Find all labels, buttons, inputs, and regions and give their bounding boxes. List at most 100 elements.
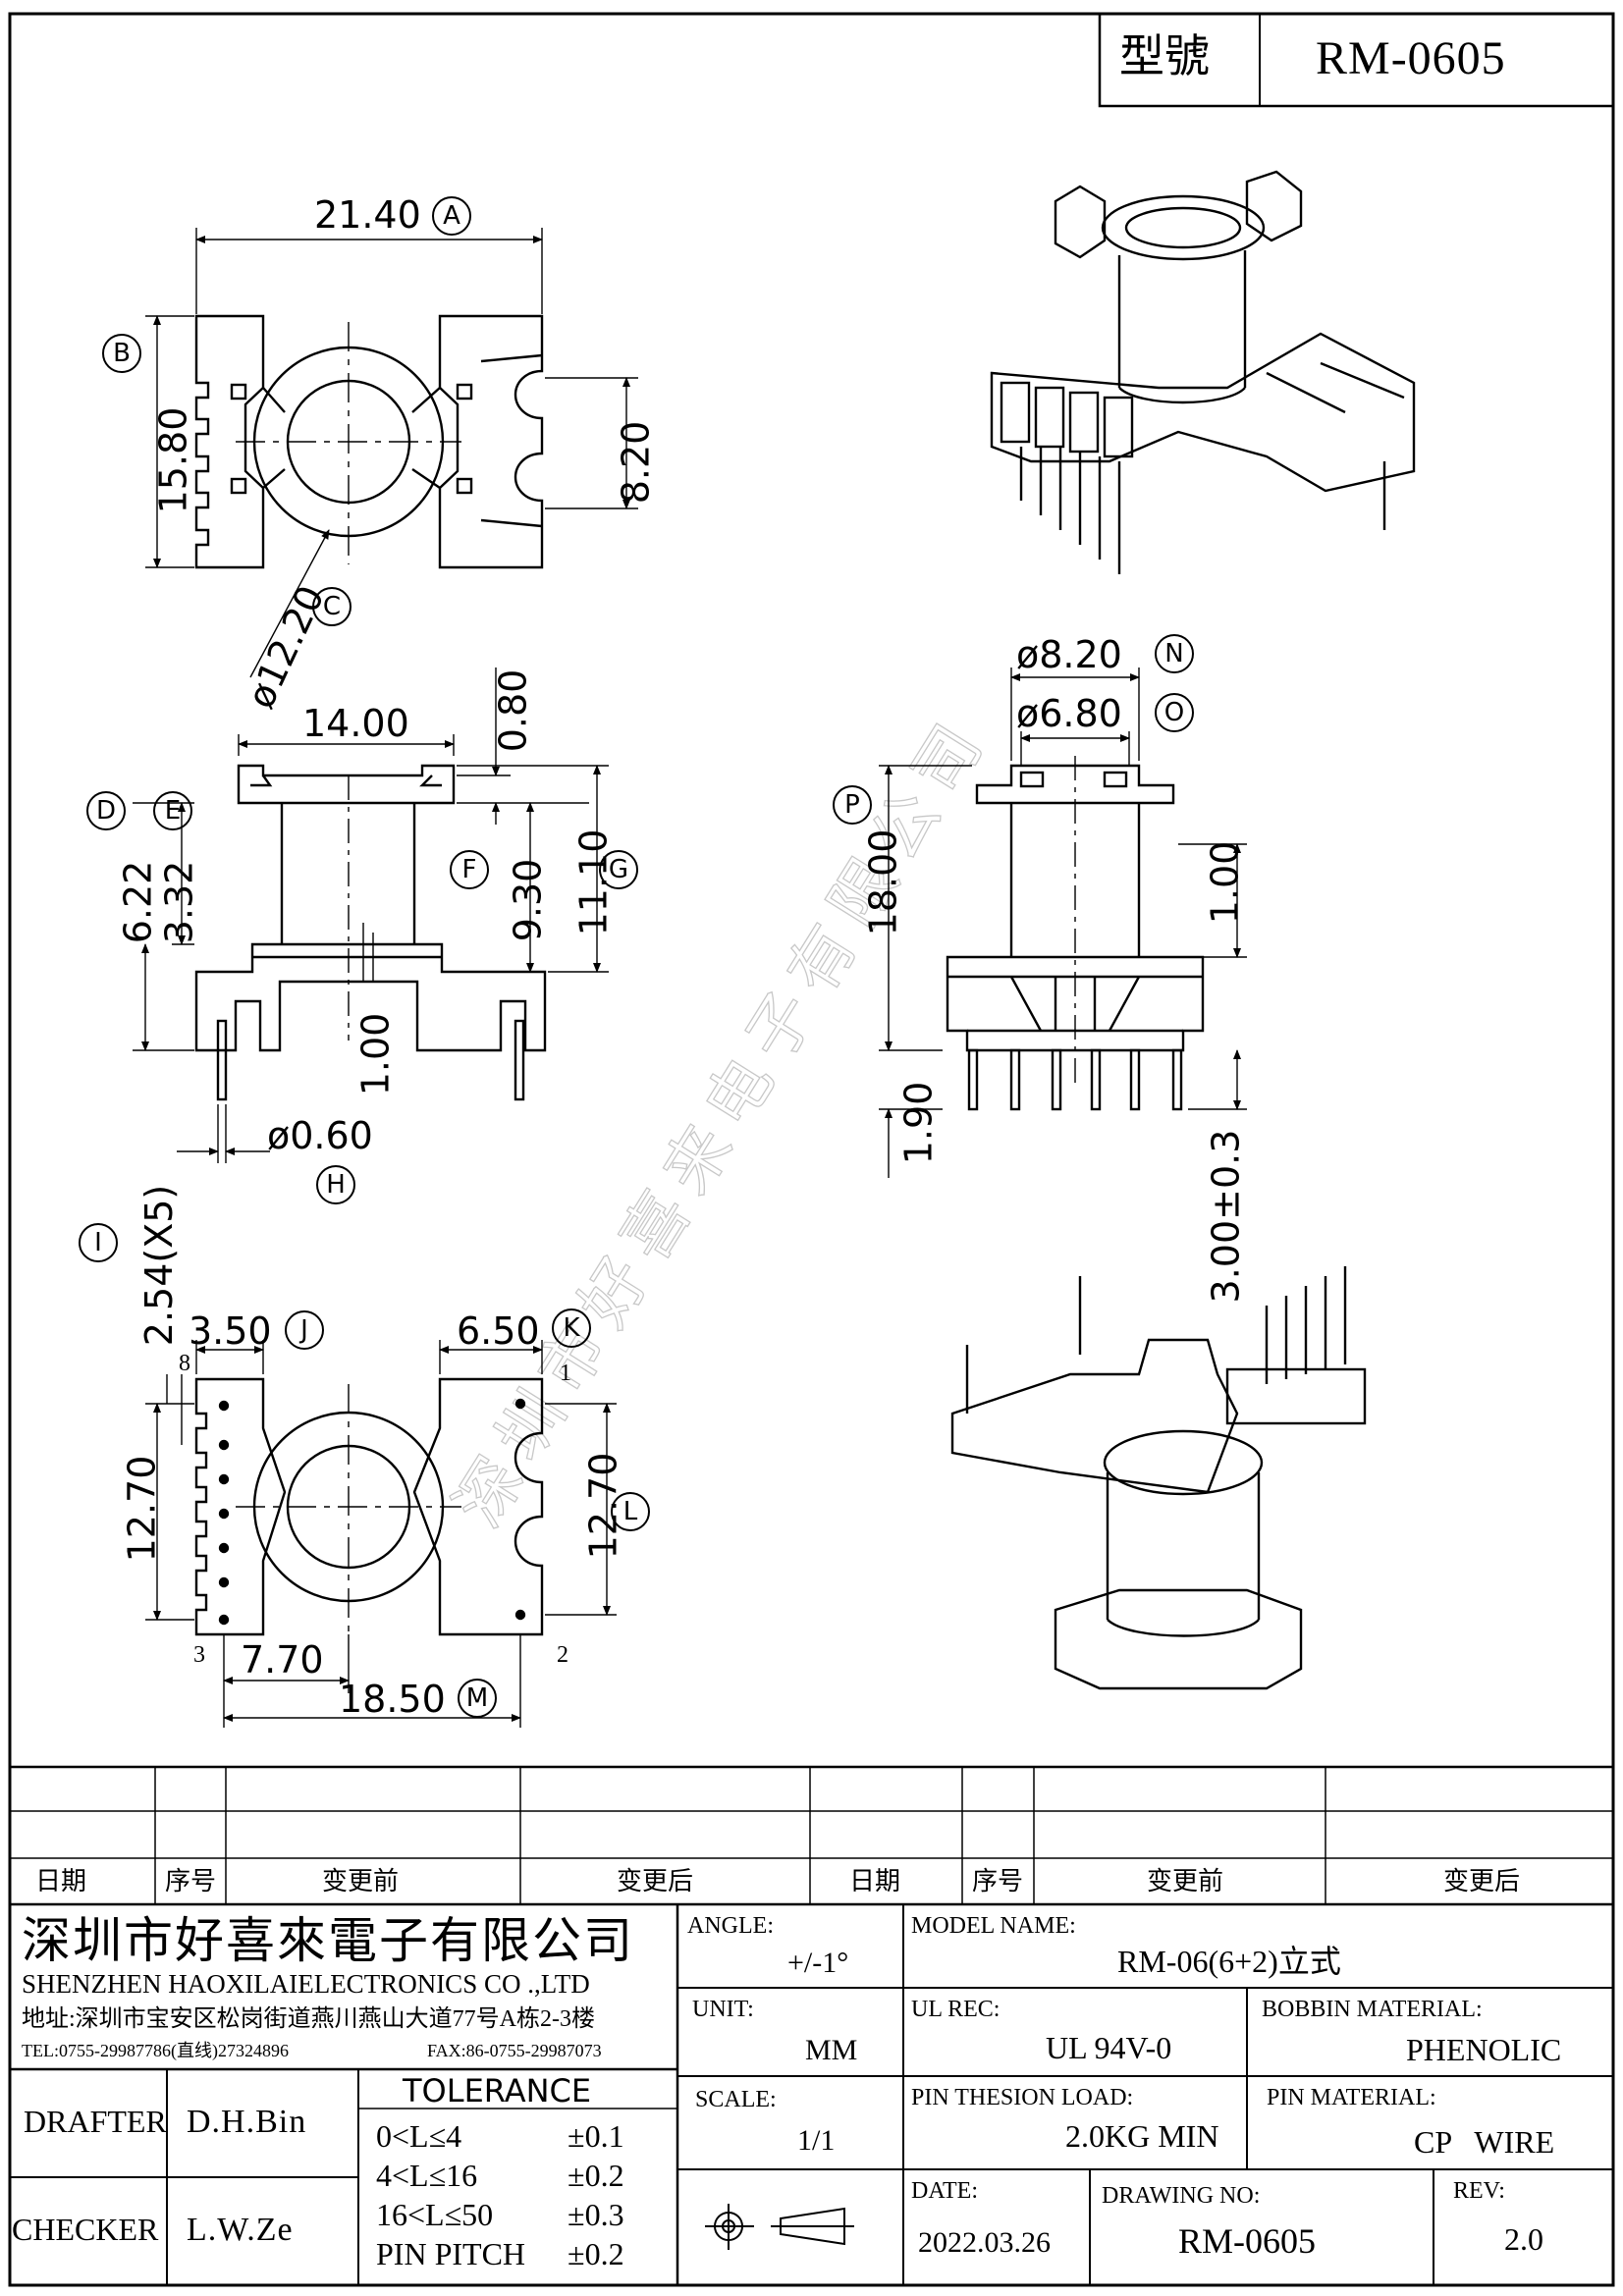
- checker-value: L.W.Ze: [187, 2212, 294, 2248]
- dim-6-80: ø6.80: [1016, 692, 1122, 735]
- dim-3-32: 3.32: [157, 860, 201, 944]
- tolerance-range-1: 0<L≤4: [376, 2118, 462, 2154]
- dim-9-30: 9.30: [506, 858, 550, 942]
- projection-symbol: [705, 2204, 854, 2250]
- callout-h: H: [316, 1165, 355, 1204]
- bottom-view: [194, 1377, 544, 1636]
- pin-number-3: 3: [193, 1642, 205, 1668]
- dim-1-90: 1.90: [896, 1081, 941, 1165]
- dim-21-40: 21.40: [314, 193, 421, 237]
- callout-k: K: [552, 1308, 591, 1348]
- dim-8-20-side: ø8.20: [1016, 633, 1122, 676]
- callout-a: A: [432, 196, 471, 236]
- rev-header-seq-left: 序号: [165, 1867, 217, 1896]
- tolerance-range-4: PIN PITCH: [376, 2236, 526, 2271]
- company-name-cn: 深圳市好喜來電子有限公司: [22, 1913, 634, 1968]
- rev-header-before-left: 变更前: [322, 1867, 400, 1896]
- side-view: [946, 756, 1205, 1111]
- tolerance-value-4: ±0.2: [568, 2236, 624, 2271]
- model-number-box: [1098, 12, 1615, 108]
- dim-8-20-top: 8.20: [614, 420, 658, 505]
- company-tel: TEL:0755-29987786(直线)27324896: [22, 2041, 289, 2060]
- model-name-value: RM-06(6+2)立式: [1117, 1944, 1341, 1979]
- front-view: [194, 764, 547, 1101]
- tolerance-range-3: 16<L≤50: [376, 2197, 494, 2232]
- isometric-view-top: [990, 170, 1416, 574]
- tolerance-range-2: 4<L≤16: [376, 2158, 478, 2193]
- pin-number-2: 2: [557, 1642, 568, 1668]
- top-view: [194, 314, 544, 569]
- pin-load-label: PIN THESION LOAD:: [911, 2085, 1134, 2110]
- dim-6-22: 6.22: [116, 860, 160, 944]
- checker-label: CHECKER: [12, 2212, 159, 2247]
- bottom-view-dimensions: [145, 1340, 617, 1728]
- drawing-no-label: DRAWING NO:: [1102, 2183, 1261, 2209]
- callout-g: G: [599, 850, 638, 889]
- dim-15-80: 15.80: [151, 406, 195, 514]
- sheet-border: [8, 12, 1615, 2287]
- rev-value: 2.0: [1504, 2221, 1543, 2257]
- rev-header-seq-right: 序号: [972, 1867, 1024, 1896]
- pin-material-value: CP WIRE: [1414, 2124, 1555, 2160]
- angle-value: +/-1°: [787, 1947, 849, 1979]
- date-label: DATE:: [911, 2178, 978, 2204]
- tolerance-value-1: ±0.1: [568, 2118, 624, 2154]
- callout-n: N: [1155, 634, 1194, 673]
- callout-l: L: [611, 1492, 650, 1531]
- scale-label: SCALE:: [695, 2087, 777, 2112]
- dim-0-80: 0.80: [491, 668, 535, 753]
- ul-rec-label: UL REC:: [911, 1997, 1001, 2022]
- rev-label: REV:: [1453, 2178, 1505, 2204]
- tolerance-title: TOLERANCE: [403, 2072, 592, 2109]
- company-name-en: SHENZHEN HAOXILAIELECTRONICS CO .,LTD: [22, 1969, 590, 1999]
- rev-header-before-right: 变更前: [1147, 1867, 1224, 1896]
- callout-c: C: [312, 587, 352, 626]
- unit-label: UNIT:: [692, 1997, 754, 2022]
- dim-14-00: 14.00: [302, 702, 409, 745]
- dim-1-00-front: 1.00: [353, 1012, 398, 1096]
- scale-value: 1/1: [797, 2124, 836, 2157]
- company-address: 地址:深圳市宝安区松岗街道燕川燕山大道77号A栋2-3楼: [22, 2006, 595, 2032]
- dim-0-60: ø0.60: [267, 1114, 373, 1157]
- pin-load-value: 2.0KG MIN: [1065, 2118, 1219, 2154]
- rev-header-date-right: 日期: [849, 1867, 901, 1896]
- pin-material-label: PIN MATERIAL:: [1267, 2085, 1436, 2110]
- angle-label: ANGLE:: [687, 1913, 774, 1939]
- dim-6-50: 6.50: [457, 1309, 540, 1353]
- callout-o: O: [1155, 693, 1194, 732]
- dim-1-00-side: 1.00: [1203, 840, 1247, 925]
- unit-value: MM: [805, 2034, 858, 2066]
- tolerance-value-2: ±0.2: [568, 2158, 624, 2193]
- model-name-label: MODEL NAME:: [911, 1913, 1076, 1939]
- callout-d: D: [86, 791, 126, 830]
- ul-rec-value: UL 94V-0: [1046, 2030, 1172, 2065]
- dim-18-50: 18.50: [339, 1678, 446, 1721]
- callout-b: B: [102, 334, 141, 373]
- title-block-grid: [10, 1765, 1613, 2285]
- callout-f: F: [450, 850, 489, 889]
- pin-number-8: 8: [179, 1351, 190, 1376]
- date-value: 2022.03.26: [918, 2226, 1051, 2259]
- callout-m: M: [458, 1679, 497, 1718]
- model-number: RM-0605: [1316, 32, 1506, 84]
- rev-header-after-left: 变更后: [617, 1867, 694, 1896]
- company-fax: FAX:86-0755-29987073: [427, 2041, 602, 2060]
- callout-e: E: [153, 791, 192, 830]
- dim-7-70: 7.70: [241, 1638, 324, 1682]
- dim-2-54: 2.54(X5): [137, 1184, 182, 1347]
- top-view-dimensions: [145, 228, 638, 678]
- callout-p: P: [833, 785, 872, 825]
- dim-18-00: 18.00: [861, 828, 905, 936]
- dim-3-50: 3.50: [189, 1309, 272, 1353]
- rev-header-date-left: 日期: [35, 1867, 87, 1896]
- bobbin-material-label: BOBBIN MATERIAL:: [1262, 1997, 1483, 2022]
- drawing-no-value: RM-0605: [1178, 2221, 1317, 2261]
- dim-3-00: 3.00±0.3: [1204, 1129, 1248, 1304]
- side-view-dimensions: [879, 667, 1247, 1178]
- callout-j: J: [285, 1310, 324, 1350]
- dim-12-70-left: 12.70: [120, 1455, 164, 1563]
- rev-header-after-right: 变更后: [1443, 1867, 1521, 1896]
- tolerance-value-3: ±0.3: [568, 2197, 624, 2232]
- bobbin-material-value: PHENOLIC: [1406, 2032, 1562, 2067]
